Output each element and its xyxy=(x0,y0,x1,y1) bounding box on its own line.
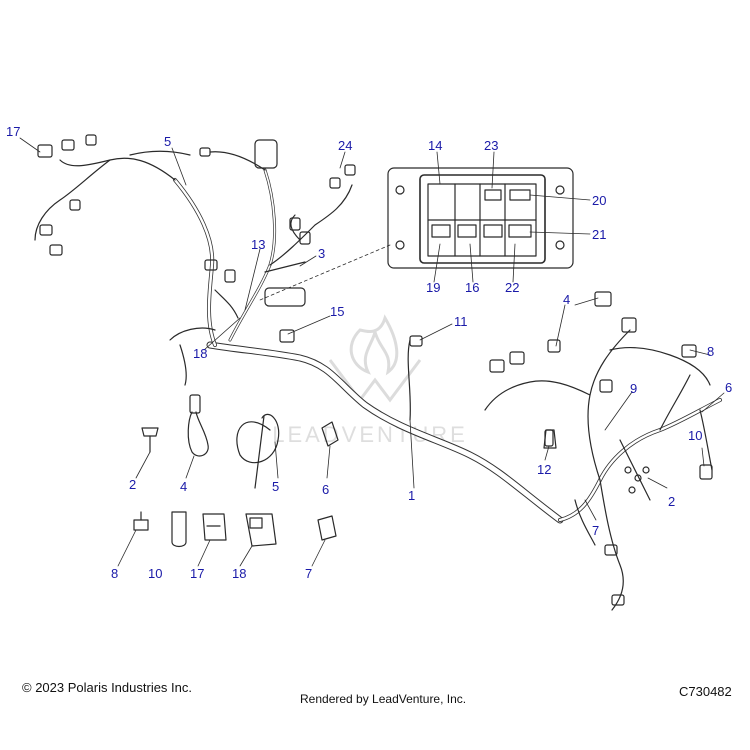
copyright-notice: © 2023 Polaris Industries Inc. xyxy=(22,680,192,695)
harness-connectors xyxy=(37,134,713,606)
callout-1: 1 xyxy=(408,488,415,503)
callout-14: 14 xyxy=(428,138,442,153)
callout-15: 15 xyxy=(330,304,344,319)
callout-labels: 17 5 24 14 23 20 21 19 16 22 13 3 15 18 … xyxy=(6,124,732,581)
callout-8: 8 xyxy=(707,344,714,359)
callout-7b: 7 xyxy=(305,566,312,581)
callout-17b: 17 xyxy=(190,566,204,581)
callout-18: 18 xyxy=(193,346,207,361)
callout-24: 24 xyxy=(338,138,352,153)
callout-13: 13 xyxy=(251,237,265,252)
callout-16: 16 xyxy=(465,280,479,295)
callout-9: 9 xyxy=(630,381,637,396)
callout-19: 19 xyxy=(426,280,440,295)
callout-3: 3 xyxy=(318,246,325,261)
part-code: C730482 xyxy=(679,684,732,699)
callout-5b: 5 xyxy=(272,479,279,494)
callout-6: 6 xyxy=(725,380,732,395)
rendered-by-notice: Rendered by LeadVenture, Inc. xyxy=(300,692,467,706)
callout-4: 4 xyxy=(563,292,570,307)
callout-21: 21 xyxy=(592,227,606,242)
callout-5: 5 xyxy=(164,134,171,149)
loose-parts xyxy=(133,261,557,548)
callout-8b: 8 xyxy=(111,566,118,581)
callout-22: 22 xyxy=(505,280,519,295)
watermark-logo xyxy=(328,314,422,403)
callout-2: 2 xyxy=(668,494,675,509)
callout-18b: 18 xyxy=(232,566,246,581)
callout-17: 17 xyxy=(6,124,20,139)
callout-11: 11 xyxy=(454,314,468,329)
callout-6b: 6 xyxy=(322,482,329,497)
callout-4b: 4 xyxy=(180,479,187,494)
leader-lines xyxy=(19,137,725,567)
callout-10b: 10 xyxy=(148,566,162,581)
callout-2b: 2 xyxy=(129,477,136,492)
callout-20: 20 xyxy=(592,193,606,208)
callout-23: 23 xyxy=(484,138,498,153)
callout-7: 7 xyxy=(592,523,599,538)
fuse-box xyxy=(259,167,574,301)
callout-12: 12 xyxy=(537,462,551,477)
main-harness xyxy=(34,150,722,611)
callout-10: 10 xyxy=(688,428,702,443)
